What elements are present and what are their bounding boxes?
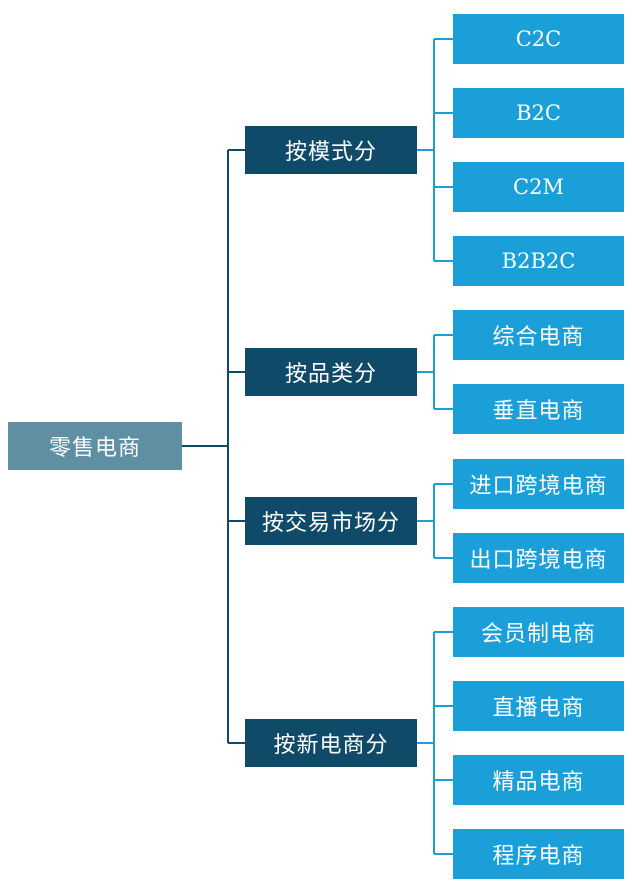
leaf-node-import-crossborder: 进口跨境电商 xyxy=(453,459,624,509)
leaf-node-c2m: C2M xyxy=(453,162,624,212)
group-node-category: 按品类分 xyxy=(245,348,417,396)
leaf-node-label: C2M xyxy=(513,175,564,199)
group-node-label: 按新电商分 xyxy=(273,733,389,758)
leaf-node-label: B2B2C xyxy=(501,249,576,273)
leaf-node-label: C2C xyxy=(515,27,562,51)
leaf-node-programmatic-ecommerce: 程序电商 xyxy=(453,829,624,879)
leaf-node-boutique-ecommerce: 精品电商 xyxy=(453,755,624,805)
leaf-node-b2c: B2C xyxy=(453,88,624,138)
leaf-node-label: 进口跨境电商 xyxy=(469,474,608,499)
group-node-label: 按交易市场分 xyxy=(261,511,400,536)
leaf-node-general-ecommerce: 综合电商 xyxy=(453,310,624,360)
group-node-market: 按交易市场分 xyxy=(245,497,417,545)
root-node: 零售电商 xyxy=(8,422,182,470)
leaf-node-label: 综合电商 xyxy=(492,325,585,350)
group-node-mode: 按模式分 xyxy=(245,126,417,174)
root-node-label: 零售电商 xyxy=(48,436,141,461)
leaf-node-label: B2C xyxy=(516,101,561,125)
leaf-node-vertical-ecommerce: 垂直电商 xyxy=(453,384,624,434)
leaf-node-b2b2c: B2B2C xyxy=(453,236,624,286)
leaf-node-label: 直播电商 xyxy=(492,696,585,721)
leaf-node-livestream-ecommerce: 直播电商 xyxy=(453,681,624,731)
leaf-node-label: 程序电商 xyxy=(492,844,585,869)
group-node-new-ecommerce: 按新电商分 xyxy=(245,719,417,767)
leaf-node-label: 精品电商 xyxy=(492,770,585,795)
leaf-node-export-crossborder: 出口跨境电商 xyxy=(453,533,624,583)
leaf-node-membership-ecommerce: 会员制电商 xyxy=(453,607,624,657)
leaf-node-label: 出口跨境电商 xyxy=(469,548,608,573)
group-node-label: 按模式分 xyxy=(284,140,377,165)
leaf-node-label: 会员制电商 xyxy=(480,622,596,647)
leaf-node-c2c: C2C xyxy=(453,14,624,64)
group-node-label: 按品类分 xyxy=(284,362,377,387)
leaf-node-label: 垂直电商 xyxy=(492,399,585,424)
